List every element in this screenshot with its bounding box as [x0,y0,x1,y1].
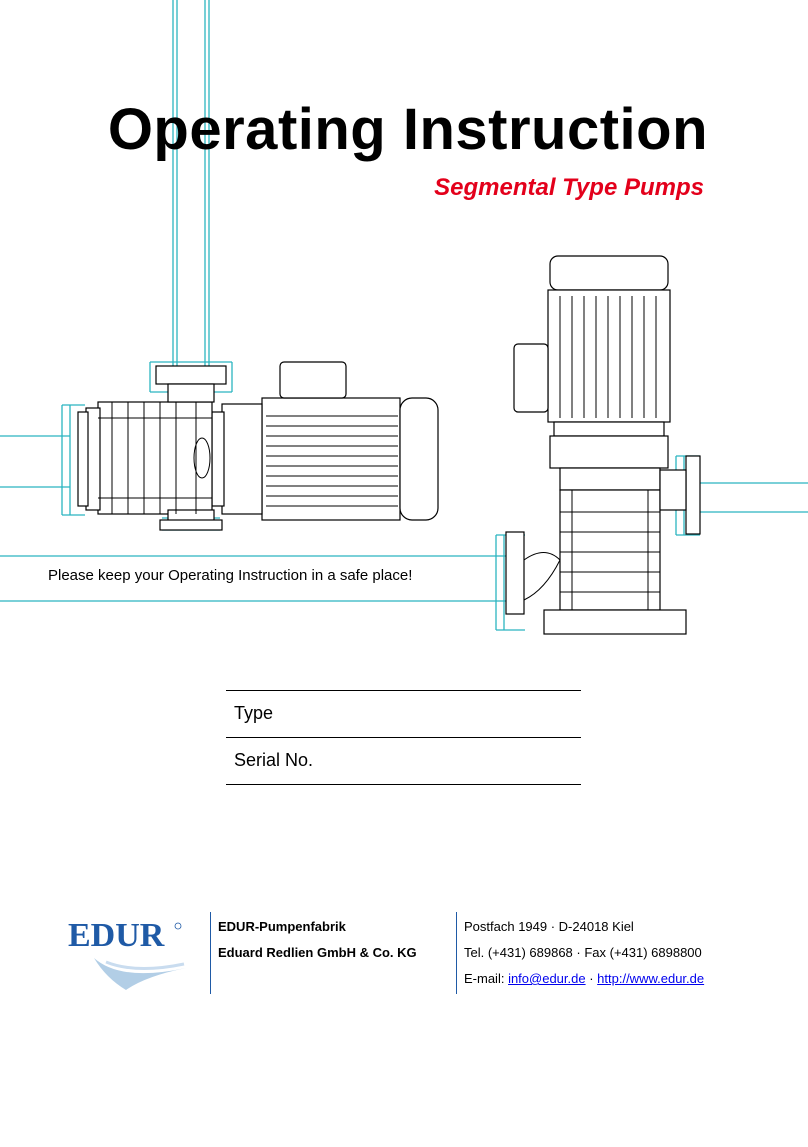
document-subtitle: Segmental Type Pumps [434,174,704,201]
serial-number-row: Serial No. [226,737,581,785]
postal-address: Postfach 1949 · D-24018 Kiel [464,919,634,934]
company-block: EDUR-Pumpenfabrik Eduard Redlien GmbH & … [218,914,417,966]
type-label: Type [234,703,274,723]
logo-text: EDUR [68,917,165,954]
email-label: E-mail: [464,971,509,986]
link-separator: · [585,971,598,986]
contact-block: Postfach 1949 · D-24018 Kiel Tel. (+431)… [464,914,704,992]
safe-place-note: Please keep your Operating Instruction i… [48,567,413,584]
website-link[interactable]: http://www.edur.de [597,971,705,986]
company-name: EDUR-Pumpenfabrik [218,919,346,934]
document-title: Operating Instruction [107,97,708,162]
footer-divider-2 [456,912,457,994]
edur-logo: EDUR [68,917,186,990]
online-contacts: E-mail: info@edur.de · http://www.edur.d… [464,966,704,992]
company-legal-name: Eduard Redlien GmbH & Co. KG [218,945,417,960]
identification-table: Type Serial No. [226,690,581,785]
email-link[interactable]: info@edur.de [508,971,586,986]
serial-number-label: Serial No. [234,750,314,770]
type-row: Type [226,690,581,737]
phone-fax: Tel. (+431) 689868 · Fax (+431) 6898800 [464,945,702,960]
footer-divider-1 [210,912,211,994]
